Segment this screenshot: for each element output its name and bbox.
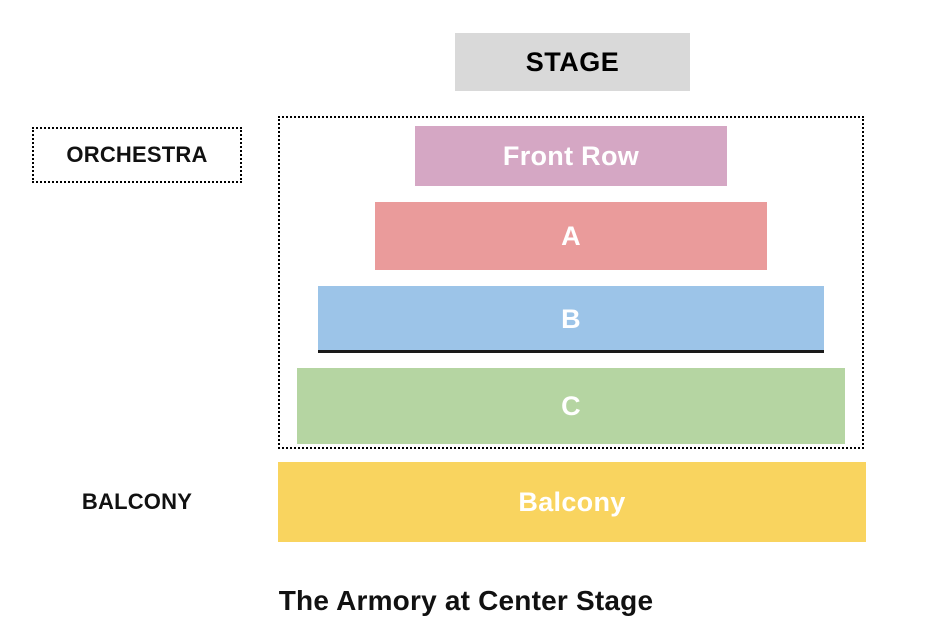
- aisle-divider-line: [318, 350, 824, 353]
- zone-label-orchestra: ORCHESTRA: [32, 127, 242, 183]
- seating-row-b[interactable]: B: [318, 286, 824, 352]
- venue-title: The Armory at Center Stage: [278, 585, 654, 616]
- seating-row-b-label: B: [561, 303, 581, 334]
- seating-row-c-label: C: [561, 390, 581, 421]
- orchestra-section-boundary: [278, 116, 864, 449]
- stage-label: STAGE: [525, 46, 620, 77]
- seating-row-balcony-label: Balcony: [518, 486, 626, 517]
- stage-block: STAGE: [455, 33, 690, 91]
- zone-label-balcony: BALCONY: [32, 474, 242, 530]
- seating-row-a[interactable]: A: [375, 202, 767, 270]
- seating-row-c[interactable]: C: [297, 368, 845, 444]
- seating-row-balcony[interactable]: Balcony: [278, 462, 866, 542]
- seating-row-a-label: A: [561, 220, 581, 251]
- zone-label-orchestra-text: ORCHESTRA: [66, 142, 208, 167]
- zone-label-balcony-text: BALCONY: [81, 489, 193, 514]
- seating-row-front-row[interactable]: Front Row: [415, 126, 727, 186]
- seating-row-front-row-label: Front Row: [502, 140, 640, 171]
